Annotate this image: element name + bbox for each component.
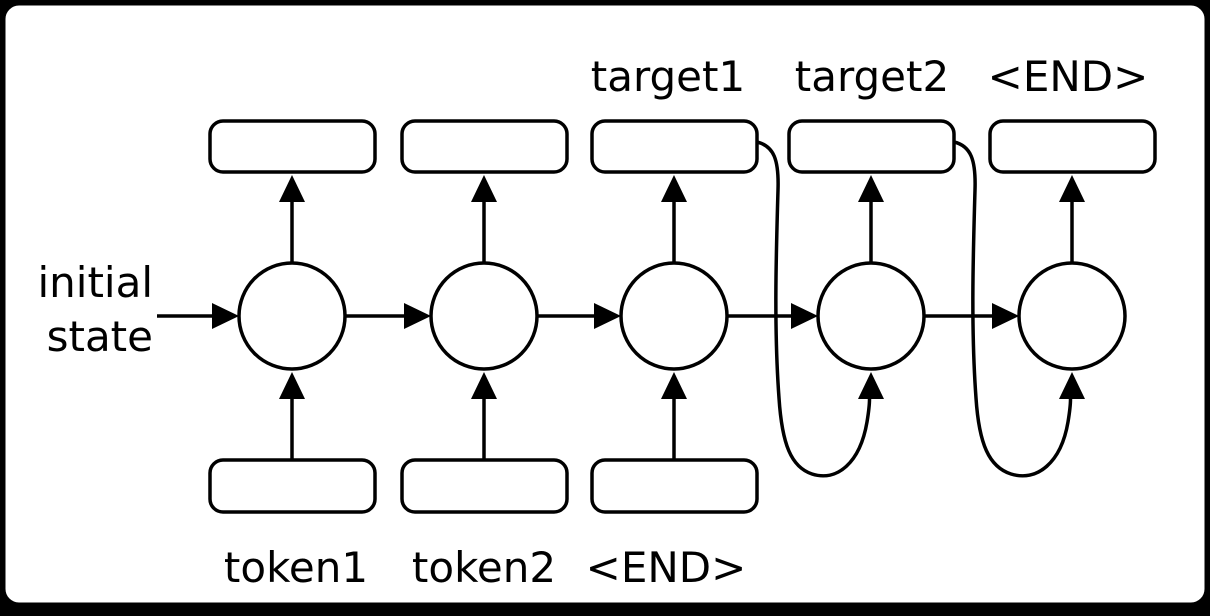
output-box-3 [590, 119, 759, 174]
arrowhead-cell3-cell4 [791, 303, 818, 329]
arrowhead-initial-state [212, 303, 239, 329]
token1-label: token1 [223, 543, 369, 592]
output-box-4 [787, 119, 956, 174]
feedback-curve-target2-to-cell5 [953, 140, 1073, 478]
arrowhead-feedback-cell4 [858, 372, 884, 399]
arrowhead-input2-cell2 [471, 372, 497, 399]
arrowhead-cell4-output [858, 175, 884, 202]
end-token-bottom-label: <END> [585, 543, 747, 592]
feedback-curve-target1-to-cell4 [756, 140, 872, 478]
output-box-1 [208, 119, 377, 174]
arrowhead-cell3-output [661, 175, 687, 202]
target2-label: target2 [794, 52, 950, 101]
arrowhead-input1-cell1 [279, 372, 305, 399]
arrowhead-cell2-output [471, 175, 497, 202]
initial-state-label-line2: state [46, 312, 153, 361]
arrowhead-cell5-output [1059, 175, 1085, 202]
output-box-2 [400, 119, 569, 174]
arrowhead-cell4-cell5 [992, 303, 1019, 329]
output-box-5 [988, 119, 1157, 174]
token2-label: token2 [411, 543, 557, 592]
initial-state-label-line1: initial [37, 258, 154, 307]
arrowhead-cell1-output [279, 175, 305, 202]
arrowhead-cell1-cell2 [404, 303, 431, 329]
target1-label: target1 [590, 52, 746, 101]
end-token-top-label: <END> [987, 52, 1149, 101]
arrowhead-feedback-cell5 [1059, 372, 1085, 399]
arrowhead-cell2-cell3 [594, 303, 621, 329]
arrowhead-input3-cell3 [661, 372, 687, 399]
